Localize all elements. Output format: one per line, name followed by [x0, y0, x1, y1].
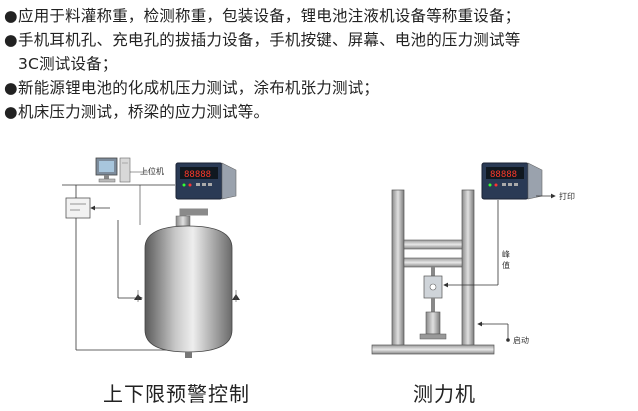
bullet-item: ●机床压力测试，桥梁的应力测试等。 [4, 103, 270, 121]
svg-text:88888: 88888 [184, 170, 211, 180]
right-caption: 测力机 [413, 382, 476, 406]
right-diagram: 88888 [371, 162, 556, 355]
peak-label: 峰 [502, 250, 510, 259]
bullet-item: ●应用于料灌称重，检测称重，包装设备，锂电池注液机设备等称重设备； [4, 7, 521, 25]
svg-text:88888: 88888 [490, 170, 517, 180]
bullet-item: ●新能源锂电池的化成机压力测试，涂布机张力测试； [4, 79, 380, 97]
left-caption: 上下限预警控制 [103, 382, 250, 406]
weighing-indicator: 88888 [481, 162, 543, 200]
tank [144, 225, 233, 358]
start-label: 启动 [513, 336, 529, 345]
bullet-list: ●应用于料灌称重，检测称重，包装设备，锂电池注液机设备等称重设备； ●手机耳机孔… [4, 4, 634, 124]
controller-box-icon [65, 197, 91, 219]
weighing-indicator: 88888 [175, 162, 237, 200]
bullet-item-continuation: 3C测试设备； [18, 55, 118, 73]
bullet-item: ●手机耳机孔、充电孔的拔插力设备，手机按键、屏幕、电池的压力测试等 [4, 31, 521, 49]
host-label: 上位机 [140, 167, 164, 176]
print-label: 打印 [559, 192, 575, 201]
peak-label: 值 [502, 261, 510, 270]
left-diagram: 88888 [62, 157, 240, 358]
computer-icon [95, 157, 131, 183]
